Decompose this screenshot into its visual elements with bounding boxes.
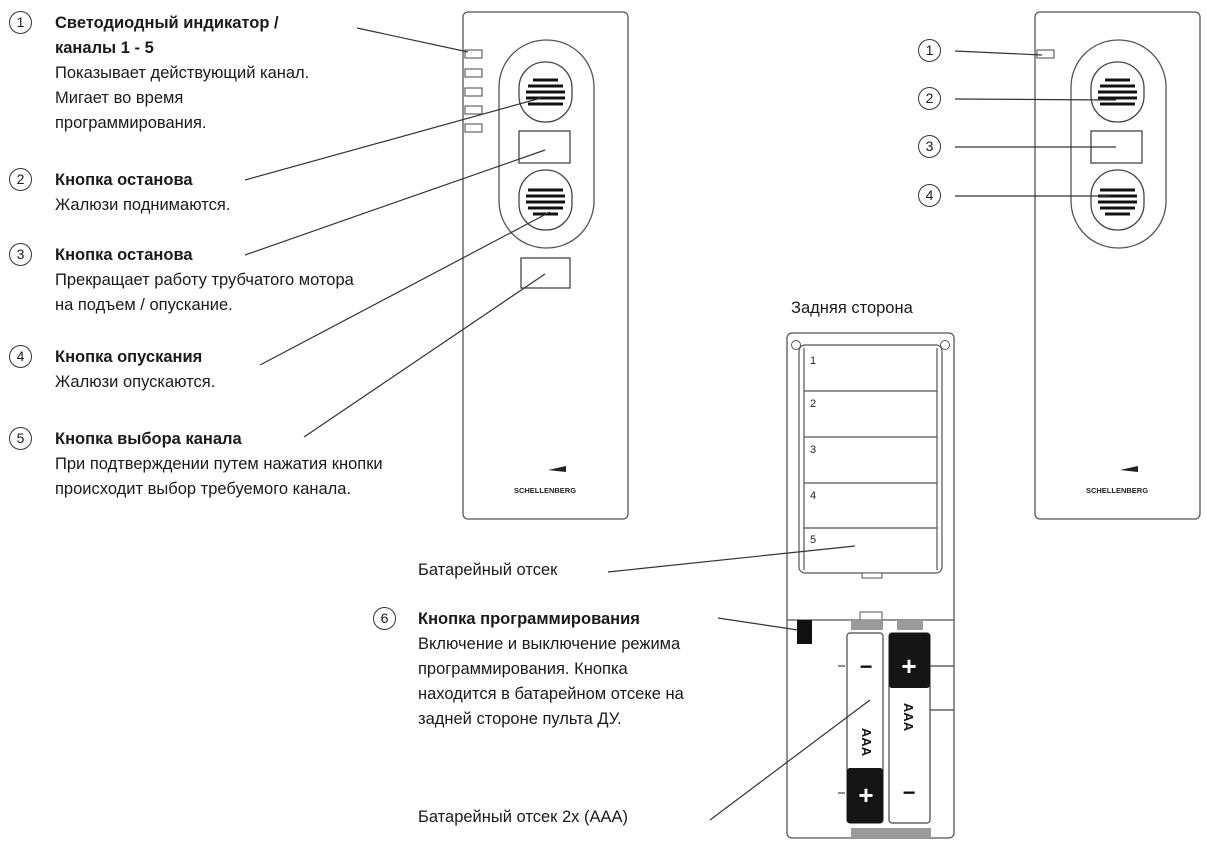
callout-channel-button: Кнопка выбора канала При подтверждении п…	[55, 427, 395, 502]
callout-description: Жалюзи опускаются.	[55, 373, 216, 391]
back-remote: 1 2 3 4 5 + − AAA	[786, 332, 955, 839]
callout-title: Кнопка выбора канала	[55, 430, 242, 448]
channel-label-slots	[803, 348, 938, 570]
brand-text-left: SCHELLENBERG	[514, 486, 576, 495]
callout-description: Показывает действующий канал. Мигает во …	[55, 64, 310, 132]
program-button[interactable]	[797, 620, 812, 644]
callout-number-6: 6	[373, 607, 396, 630]
callout-description: Жалюзи поднимаются.	[55, 196, 231, 214]
right-callout-number-2: 2	[918, 87, 941, 110]
svg-text:+: +	[858, 780, 873, 810]
battery-compartment-label: Батарейный отсек	[418, 561, 558, 579]
channel-button-left[interactable]	[520, 257, 571, 289]
front-remote-right: SCHELLENBERG	[1034, 11, 1201, 520]
channel-slot-3: 3	[810, 444, 816, 456]
brand-logo-mark-left	[548, 466, 566, 472]
callout-down-button: Кнопка опускания Жалюзи опускаются.	[55, 345, 355, 395]
callout-title: Кнопка программирования	[418, 610, 640, 628]
led-indicators	[464, 49, 483, 133]
callout-title: Кнопка опускания	[55, 348, 203, 366]
callout-title: Кнопка останова	[55, 246, 193, 264]
callout-description: Прекращает работу трубчатого мотора на п…	[55, 271, 354, 314]
battery-cover	[798, 344, 943, 574]
back-side-label: Задняя сторона	[791, 299, 913, 317]
front-remote-left: SCHELLENBERG	[462, 11, 629, 520]
callout-number-5: 5	[9, 427, 32, 450]
svg-text:−: −	[903, 780, 916, 805]
channel-slot-2: 2	[810, 398, 816, 410]
callout-number-3: 3	[9, 243, 32, 266]
channel-slot-5: 5	[810, 534, 816, 546]
svg-text:+: +	[901, 651, 916, 681]
battery-right: + − AAA	[888, 632, 954, 824]
callout-title: Кнопка останова	[55, 171, 193, 189]
right-callout-number-3: 3	[918, 135, 941, 158]
callout-stop-button: Кнопка останова Прекращает работу трубча…	[55, 243, 355, 318]
callout-program-button: Кнопка программирования Включение и выкл…	[418, 607, 718, 732]
channel-slot-1: 1	[810, 355, 816, 367]
up-button-right[interactable]	[1090, 61, 1145, 123]
stop-button-left[interactable]	[518, 130, 571, 164]
up-button-left[interactable]	[518, 61, 573, 123]
battery-left: + − AAA	[838, 632, 884, 824]
brand-text-right: SCHELLENBERG	[1086, 486, 1148, 495]
led-indicator-right	[1036, 49, 1055, 59]
brand-logo-mark-right	[1120, 466, 1138, 472]
callout-description: Включение и выключение режима программир…	[418, 635, 684, 728]
leader-lines	[244, 27, 1117, 821]
callout-number-4: 4	[9, 345, 32, 368]
down-button-right[interactable]	[1090, 169, 1145, 231]
right-callout-number-1: 1	[918, 39, 941, 62]
channel-slot-4: 4	[810, 490, 816, 502]
callout-title-line2: каналы 1 - 5	[55, 39, 154, 57]
down-button-left[interactable]	[518, 169, 573, 231]
callout-number-2: 2	[9, 168, 32, 191]
svg-text:−: −	[860, 654, 873, 679]
battery-2x-label: Батарейный отсек 2x (AAA)	[418, 808, 628, 826]
callout-up-button: Кнопка останова Жалюзи поднимаются.	[55, 168, 355, 218]
svg-text:AAA: AAA	[901, 703, 916, 732]
callout-description: При подтверждении путем нажатия кнопки п…	[55, 455, 383, 498]
callout-led-indicator: Светодиодный индикатор / каналы 1 - 5 По…	[55, 11, 355, 136]
callout-title: Светодиодный индикатор /	[55, 14, 279, 32]
svg-text:AAA: AAA	[859, 728, 874, 757]
callout-number-1: 1	[9, 11, 32, 34]
right-callout-number-4: 4	[918, 184, 941, 207]
